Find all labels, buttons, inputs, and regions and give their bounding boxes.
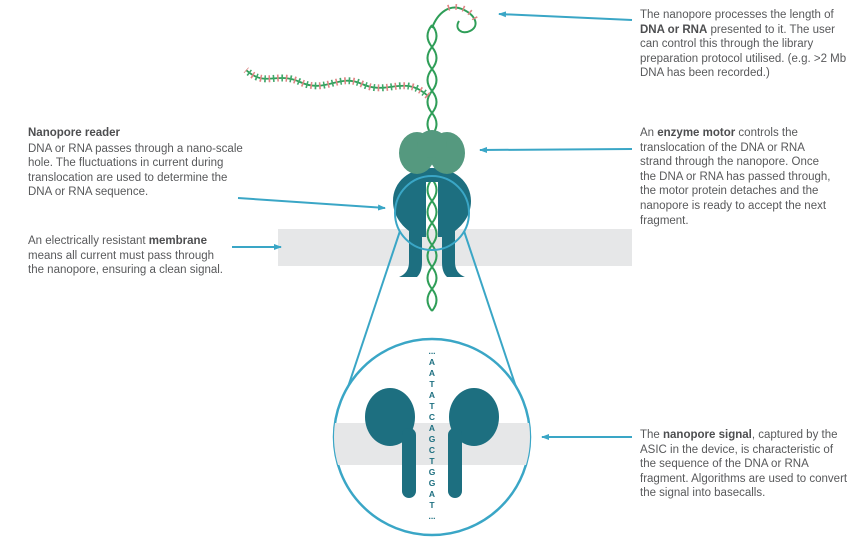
magnifier-pore-right-stem [448, 428, 462, 498]
arrow-reader [237, 197, 386, 211]
annotation-nanopore-reader: Nanopore reader DNA or RNA passes throug… [28, 126, 250, 200]
magnifier-membrane [334, 423, 530, 465]
arrow-library [498, 11, 633, 21]
dna-tail [245, 69, 429, 97]
annotation-enzyme-text: An enzyme motor controls the translocati… [640, 127, 831, 227]
annotation-membrane-text: An electrically resistant membrane means… [28, 235, 224, 277]
annotation-library-text: The nanopore processes the length of DNA… [640, 9, 847, 80]
nanopore-protein [393, 168, 471, 277]
magnifier-pore-left-head [365, 388, 415, 446]
annotation-membrane: An electrically resistant membrane means… [28, 234, 233, 278]
magnifier-pore-left-stem [402, 428, 416, 498]
annotation-nanopore-signal: The nanopore signal, captured by the ASI… [640, 428, 850, 501]
annotation-enzyme-motor: An enzyme motor controls the translocati… [640, 126, 836, 228]
annotation-reader-text: DNA or RNA passes through a nano-scale h… [28, 142, 243, 199]
zoom-cone-right [463, 230, 518, 391]
zoom-source-circle [394, 175, 470, 251]
arrow-enzyme [479, 146, 633, 153]
magnifier-pore-right-head [449, 388, 499, 446]
annotation-reader-heading: Nanopore reader [28, 127, 121, 139]
dna-tail-bases-red [243, 67, 431, 99]
annotation-library-prep: The nanopore processes the length of DNA… [640, 8, 848, 81]
annotation-signal-text: The nanopore signal, captured by the ASI… [640, 429, 848, 500]
enzyme-motor-top [417, 130, 447, 158]
magnifier-contents [334, 388, 530, 498]
dna-coil [431, 6, 477, 34]
zoom-cone-left [346, 230, 401, 391]
